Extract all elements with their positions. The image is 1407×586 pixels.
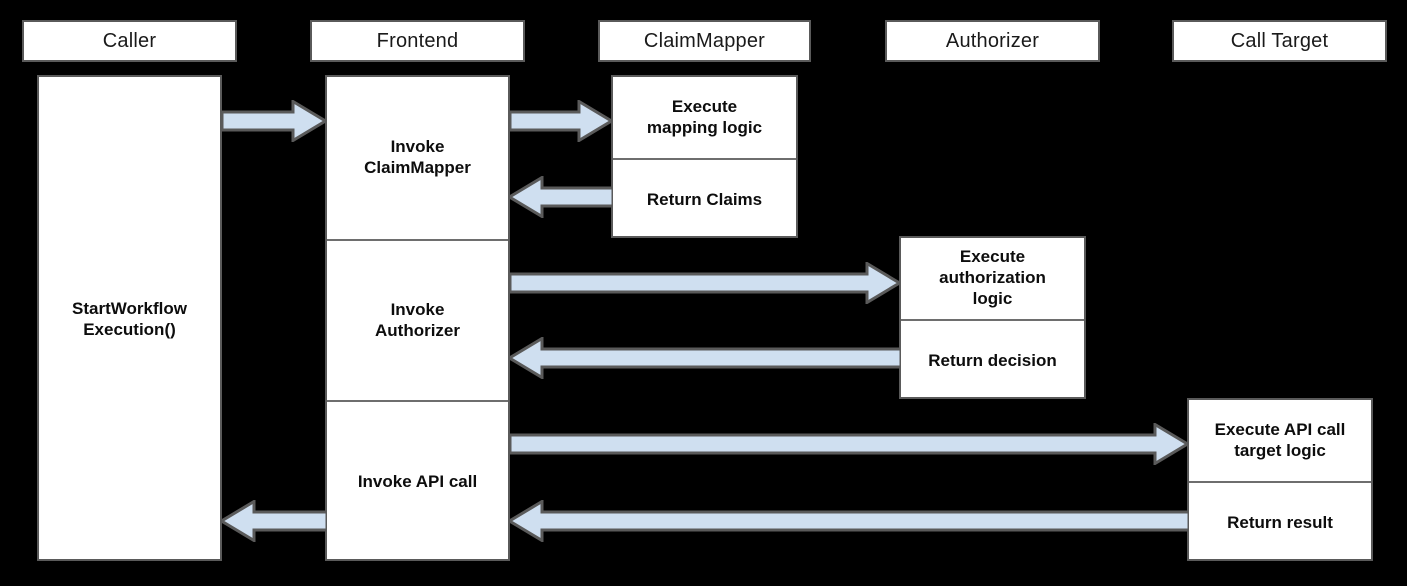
lifeline-header-calltarget: Call Target	[1172, 20, 1387, 62]
msg-frontend-to-claimmapper	[510, 100, 613, 142]
msg-claimmapper-to-frontend	[508, 176, 613, 218]
lifeline-header-caller: Caller	[22, 20, 237, 62]
activation-cell: Return result	[1189, 481, 1371, 563]
msg-frontend-to-calltarget	[510, 423, 1189, 465]
lifeline-header-authorizer: Authorizer	[885, 20, 1100, 62]
msg-caller-to-frontend	[222, 100, 327, 142]
lifeline-header-frontend: Frontend	[310, 20, 525, 62]
msg-frontend-to-authorizer	[510, 262, 901, 304]
activation-cell: Invoke API call	[327, 400, 508, 563]
activation-cell: Return decision	[901, 319, 1084, 401]
lifeline-header-claimmapper: ClaimMapper	[598, 20, 811, 62]
msg-calltarget-to-frontend	[508, 500, 1189, 542]
msg-authorizer-to-frontend	[508, 337, 901, 379]
msg-frontend-to-caller	[220, 500, 327, 542]
activation-cell: Return Claims	[613, 158, 796, 240]
